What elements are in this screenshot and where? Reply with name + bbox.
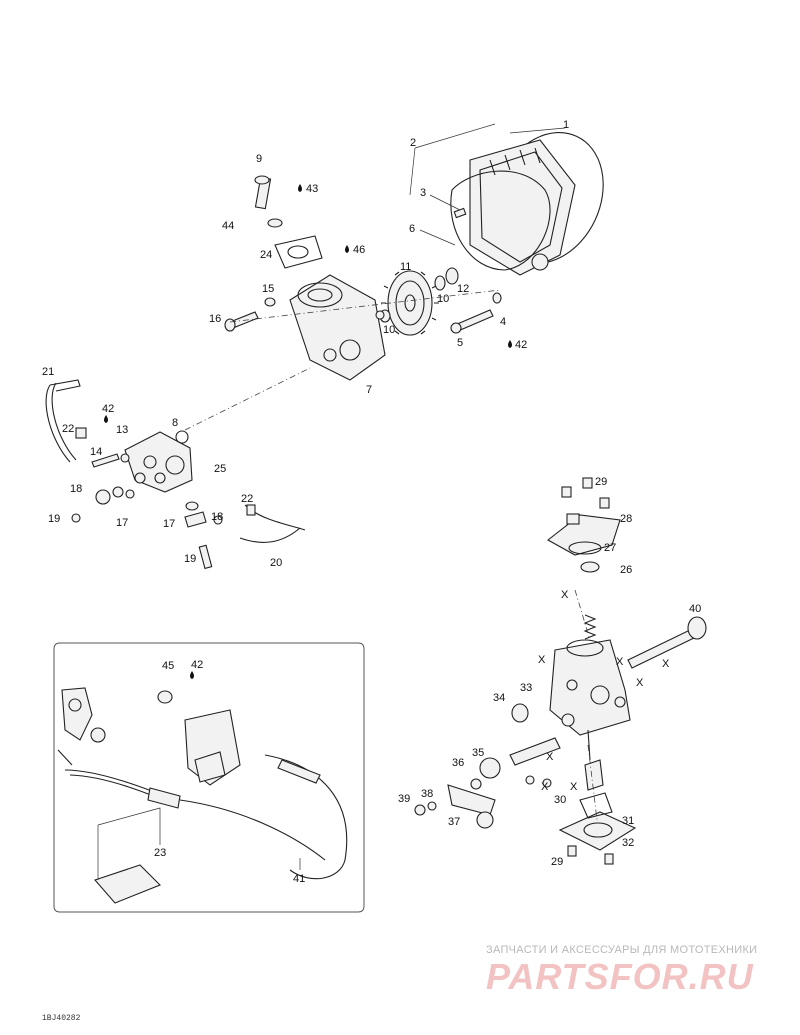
drop-icon [508,340,512,348]
label-part-44: 44 [222,220,234,232]
label-part-29-bottom: 29 [551,856,563,868]
label-part-22-left: 22 [62,423,74,435]
label-part-35: 35 [472,747,484,759]
label-part-27: 27 [604,542,616,554]
label-part-45: 45 [162,660,174,672]
label-part-21: 21 [42,366,54,378]
label-part-15: 15 [262,283,274,295]
label-part-38: 38 [421,788,433,800]
x-marker: X [538,654,546,666]
x-marker: X [616,656,624,668]
label-part-24: 24 [260,249,272,261]
label-part-37: 37 [448,816,460,828]
label-part-8: 8 [172,417,178,429]
label-part-1: 1 [563,119,569,131]
label-part-43: 43 [306,183,318,195]
label-part-29-top: 29 [595,476,607,488]
label-part-17-left: 17 [116,517,128,529]
pump-housing-7 [289,274,386,381]
label-part-19-right: 19 [184,553,196,565]
label-part-40: 40 [689,603,701,615]
label-part-23: 23 [154,847,166,859]
label-part-14: 14 [90,446,102,458]
drop-icon [345,245,349,253]
watermark-tagline: ЗАПЧАСТИ И АКСЕССУАРЫ ДЛЯ МОТОТЕХНИКИ [486,944,758,956]
label-part-20: 20 [270,557,282,569]
label-part-5: 5 [457,337,463,349]
label-part-22-right: 22 [241,493,253,505]
injection-pump-body [549,639,631,736]
rotary-valve-cover [450,132,604,276]
label-part-41: 41 [293,873,305,885]
watermark-logo: PARTSFOR.RU [486,956,754,997]
label-part-10-left: 10 [383,324,395,336]
drop-icon [190,671,194,679]
x-marker: X [662,658,670,670]
label-part-9: 9 [256,153,262,165]
label-part-32: 32 [622,837,634,849]
label-part-31: 31 [622,815,634,827]
label-part-19-left: 19 [48,513,60,525]
label-part-10-right: 10 [437,293,449,305]
label-part-36: 36 [452,757,464,769]
label-part-7: 7 [366,384,372,396]
label-part-16: 16 [209,313,221,325]
x-marker: X [570,781,578,793]
cable-inset-box [53,642,365,913]
diagram-code: 1BJ40282 [42,1014,81,1023]
label-part-18-left: 18 [70,483,82,495]
drop-icon [298,184,302,192]
label-part-42-top: 42 [515,339,527,351]
label-part-17-right: 17 [163,518,175,530]
x-marker: X [546,751,554,763]
gear-11 [381,270,439,336]
label-part-12: 12 [457,283,469,295]
label-part-4: 4 [500,316,506,328]
label-part-34: 34 [493,692,505,704]
x-marker: X [561,589,569,601]
label-part-26: 26 [620,564,632,576]
label-part-11: 11 [400,261,411,273]
label-part-33: 33 [520,682,532,694]
label-part-25: 25 [214,463,226,475]
label-part-3: 3 [420,187,426,199]
label-part-13: 13 [116,424,128,436]
label-part-42-inset: 42 [191,659,203,671]
label-part-18-right: 18 [211,511,223,523]
label-part-30: 30 [554,794,566,806]
label-part-28: 28 [620,513,632,525]
label-part-2: 2 [410,137,416,149]
oil-pump-25 [124,431,193,493]
label-part-6: 6 [409,223,415,235]
label-part-39: 39 [398,793,410,805]
label-part-46: 46 [353,244,365,256]
x-marker: X [541,781,549,793]
label-part-42-left: 42 [102,403,114,415]
drop-icon [104,415,108,423]
x-marker: X [636,677,644,689]
